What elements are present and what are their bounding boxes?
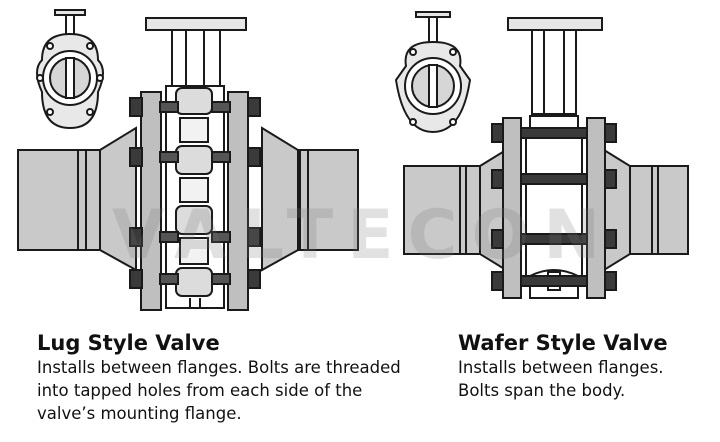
lug-bolts bbox=[129, 97, 261, 289]
lug-bolt-row-2 bbox=[129, 147, 261, 167]
wafer-caption: Wafer Style Valve Installs between flang… bbox=[458, 330, 708, 402]
lug-bolt-row-4 bbox=[129, 269, 261, 289]
wafer-assembly bbox=[403, 17, 689, 299]
wafer-bolts bbox=[491, 123, 617, 291]
wafer-flange-left bbox=[502, 117, 522, 299]
lug-valve-front-icon bbox=[36, 9, 104, 130]
wafer-bolt-row-1 bbox=[491, 123, 617, 143]
lug-desc-line-3: valve’s mounting flange. bbox=[37, 404, 242, 423]
watermark-text: VALTECON bbox=[112, 196, 615, 275]
wafer-bolt-row-4 bbox=[491, 271, 617, 291]
wafer-desc-line-2: Bolts span the body. bbox=[458, 381, 626, 400]
lug-pipe-left bbox=[17, 126, 137, 272]
lug-desc-line-2: into tapped holes from each side of the bbox=[37, 381, 363, 400]
lug-pipe-right bbox=[261, 126, 359, 272]
wafer-stem bbox=[507, 17, 603, 115]
wafer-bolt-row-3 bbox=[491, 229, 617, 249]
lug-desc-line-1: Installs between flanges. Bolts are thre… bbox=[37, 358, 401, 377]
wafer-flange-right bbox=[586, 117, 606, 299]
lug-title: Lug Style Valve bbox=[37, 331, 220, 355]
lug-assembly bbox=[17, 17, 359, 311]
lug-flange-left bbox=[140, 91, 162, 311]
lug-caption: Lug Style Valve Installs between flanges… bbox=[37, 330, 407, 425]
wafer-title: Wafer Style Valve bbox=[458, 331, 668, 355]
wafer-desc-line-1: Installs between flanges. bbox=[458, 358, 664, 377]
lug-stem bbox=[145, 17, 247, 91]
wafer-bolt-row-2 bbox=[491, 169, 617, 189]
lug-valve-body bbox=[165, 85, 225, 309]
wafer-valve-front-icon bbox=[394, 11, 472, 134]
lug-flange-right bbox=[227, 91, 249, 311]
lug-bolt-row-1 bbox=[129, 97, 261, 117]
lug-bolt-row-3 bbox=[129, 227, 261, 247]
